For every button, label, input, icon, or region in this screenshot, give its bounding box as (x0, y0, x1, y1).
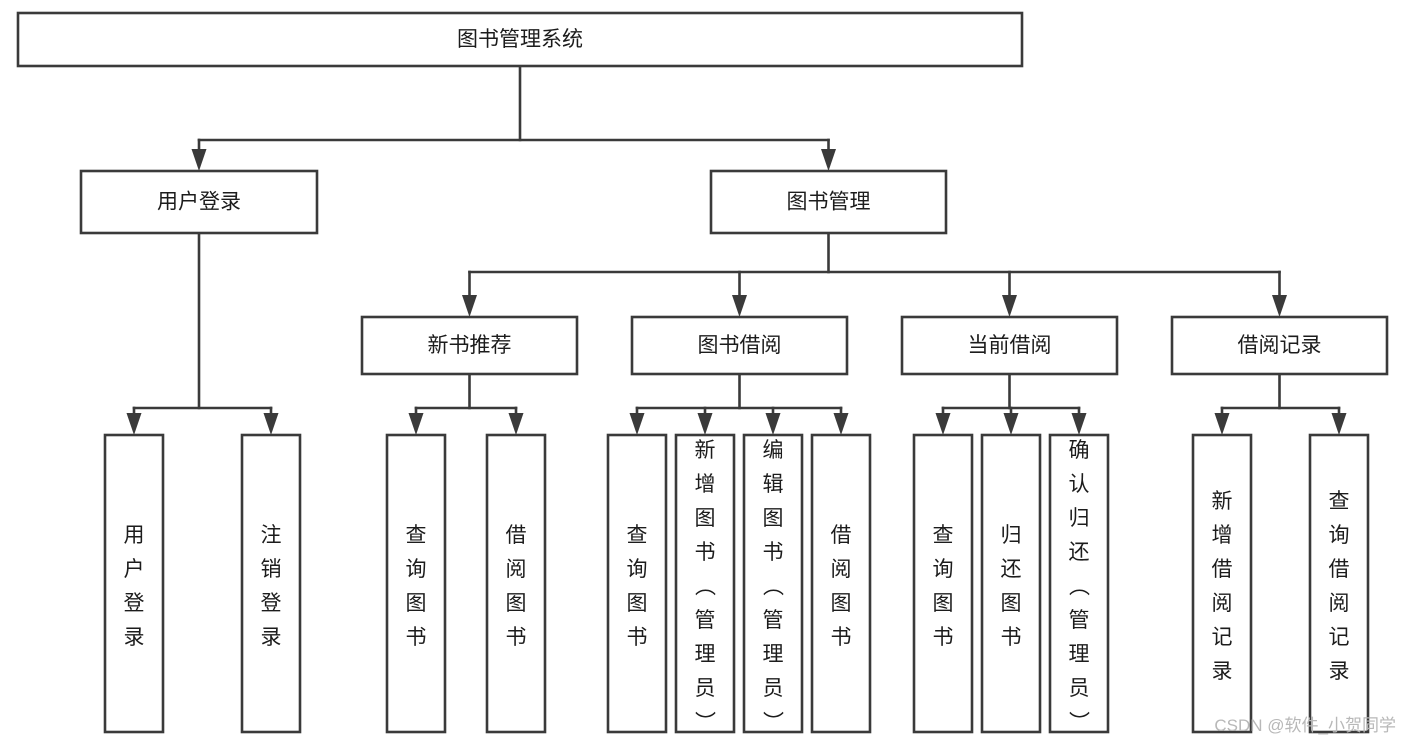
node-label-book-borrow: 图书借阅 (698, 334, 782, 357)
node-label-leaf-query-book-3: 查询图书 (933, 524, 954, 649)
node-label-book-manage: 图书管理 (787, 191, 871, 214)
arrow-head-icon (1071, 413, 1087, 435)
node-new-book-rec[interactable]: 新书推荐 (360, 315, 579, 376)
arrow-head-icon (408, 413, 424, 435)
node-box-leaf-confirm-return[interactable] (1048, 433, 1110, 734)
arrow-head-icon (1331, 413, 1347, 435)
csdn-watermark: CSDN @软件_小贺同学 (1214, 716, 1396, 735)
node-book-borrow[interactable]: 图书借阅 (630, 315, 849, 376)
connector-layer (126, 64, 1347, 435)
arrow-head-icon (1272, 295, 1287, 317)
node-label-leaf-logout: 注销登录 (261, 524, 282, 649)
node-label-leaf-edit-book: 编辑图书（管理员） (763, 439, 785, 734)
arrow-head-icon (508, 413, 524, 435)
node-user-login[interactable]: 用户登录 (79, 169, 319, 235)
arrow-head-icon (765, 413, 781, 435)
node-label-root: 图书管理系统 (457, 28, 583, 51)
node-leaf-borrow-book-1[interactable]: 借阅图书 (485, 433, 547, 734)
connector-group-root (191, 64, 836, 171)
node-box-current-borrow[interactable] (900, 315, 1119, 376)
node-leaf-query-book-2[interactable]: 查询图书 (606, 433, 668, 734)
node-box-leaf-edit-book[interactable] (742, 433, 804, 734)
node-box-root[interactable] (16, 11, 1024, 68)
node-box-leaf-add-book[interactable] (674, 433, 736, 734)
arrow-head-icon (191, 149, 207, 171)
node-box-leaf-borrow-book-2[interactable] (810, 433, 872, 734)
node-box-borrow-record[interactable] (1170, 315, 1389, 376)
arrow-head-icon (462, 295, 477, 317)
node-book-manage[interactable]: 图书管理 (709, 169, 948, 235)
node-label-leaf-return-book: 归还图书 (1001, 524, 1022, 649)
node-leaf-edit-book[interactable]: 编辑图书（管理员） (742, 433, 804, 734)
node-leaf-borrow-book-2[interactable]: 借阅图书 (810, 433, 872, 734)
node-box-leaf-query-book-3[interactable] (912, 433, 974, 734)
node-leaf-add-record[interactable]: 新增借阅记录 (1191, 433, 1253, 734)
node-box-leaf-query-book-1[interactable] (385, 433, 447, 734)
node-box-book-manage[interactable] (709, 169, 948, 235)
node-leaf-query-book-3[interactable]: 查询图书 (912, 433, 974, 734)
node-label-borrow-record: 借阅记录 (1238, 334, 1322, 357)
node-label-leaf-user-login: 用户登录 (124, 524, 145, 649)
node-box-leaf-borrow-book-1[interactable] (485, 433, 547, 734)
node-layer: 图书管理系统用户登录图书管理新书推荐图书借阅当前借阅借阅记录用户登录注销登录查询… (16, 11, 1389, 734)
node-label-leaf-query-book-2: 查询图书 (627, 524, 648, 649)
arrow-head-icon (833, 413, 849, 435)
node-leaf-user-login[interactable]: 用户登录 (103, 433, 165, 734)
node-leaf-query-record[interactable]: 查询借阅记录 (1308, 433, 1370, 734)
node-current-borrow[interactable]: 当前借阅 (900, 315, 1119, 376)
node-label-current-borrow: 当前借阅 (968, 334, 1052, 357)
connector-group-user-login (126, 231, 279, 435)
arrow-head-icon (629, 413, 645, 435)
node-box-leaf-query-book-2[interactable] (606, 433, 668, 734)
connector-group-borrow-record (1214, 372, 1347, 435)
node-box-new-book-rec[interactable] (360, 315, 579, 376)
arrow-head-icon (935, 413, 951, 435)
node-label-new-book-rec: 新书推荐 (428, 334, 512, 357)
node-box-book-borrow[interactable] (630, 315, 849, 376)
node-box-leaf-user-login[interactable] (103, 433, 165, 734)
node-leaf-logout[interactable]: 注销登录 (240, 433, 302, 734)
node-leaf-add-book[interactable]: 新增图书（管理员） (674, 433, 736, 734)
arrow-head-icon (1214, 413, 1230, 435)
node-label-leaf-add-record: 新增借阅记录 (1212, 490, 1233, 683)
arrow-head-icon (732, 295, 747, 317)
connector-group-current-borrow (935, 372, 1087, 435)
node-box-leaf-return-book[interactable] (980, 433, 1042, 734)
node-leaf-query-book-1[interactable]: 查询图书 (385, 433, 447, 734)
node-label-leaf-add-book: 新增图书（管理员） (695, 439, 717, 734)
node-label-leaf-borrow-book-2: 借阅图书 (831, 524, 852, 649)
connector-group-new-book-rec (408, 372, 524, 435)
node-borrow-record[interactable]: 借阅记录 (1170, 315, 1389, 376)
arrow-head-icon (126, 413, 142, 435)
node-label-leaf-borrow-book-1: 借阅图书 (506, 524, 527, 649)
node-label-leaf-query-book-1: 查询图书 (406, 524, 427, 649)
connector-group-book-manage (462, 231, 1287, 317)
node-leaf-return-book[interactable]: 归还图书 (980, 433, 1042, 734)
node-box-leaf-add-record[interactable] (1191, 433, 1253, 734)
connector-group-book-borrow (629, 372, 849, 435)
arrow-head-icon (1002, 295, 1017, 317)
node-leaf-confirm-return[interactable]: 确认归还（管理员） (1048, 433, 1110, 734)
node-box-leaf-logout[interactable] (240, 433, 302, 734)
arrow-head-icon (821, 149, 836, 171)
node-label-user-login: 用户登录 (157, 191, 241, 214)
node-box-user-login[interactable] (79, 169, 319, 235)
node-label-leaf-confirm-return: 确认归还（管理员） (1069, 439, 1091, 734)
arrow-head-icon (263, 413, 279, 435)
arrow-head-icon (697, 413, 713, 435)
node-box-leaf-query-record[interactable] (1308, 433, 1370, 734)
node-label-leaf-query-record: 查询借阅记录 (1329, 490, 1350, 683)
arrow-head-icon (1003, 413, 1019, 435)
node-root[interactable]: 图书管理系统 (16, 11, 1024, 68)
